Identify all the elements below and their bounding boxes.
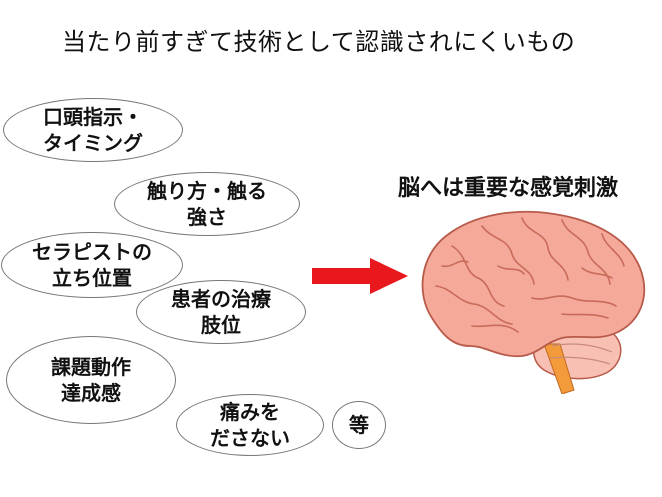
bubble-line: 触り方・触る (147, 179, 267, 203)
bubble-line: 達成感 (61, 381, 121, 405)
page-title: 当たり前すぎて技術として認識されにくいもの (62, 28, 576, 56)
brain-gyri (435, 217, 625, 333)
right-arrow-icon (312, 258, 408, 294)
bubble-line: 課題動作 (51, 355, 131, 379)
bubble-line: 痛みを (220, 400, 280, 424)
bubble-line: セラピストの (32, 240, 152, 264)
bubble-touch-strength: 触り方・触る 強さ (114, 172, 300, 236)
bubble-no-pain: 痛みを ださない (176, 394, 324, 456)
bubble-line: タイミング (43, 131, 143, 155)
bubble-line: ださない (210, 426, 290, 450)
arrow-shape (312, 258, 408, 294)
bubble-therapist-position: セラピストの 立ち位置 (1, 232, 183, 298)
result-label: 脳へは重要な感覚刺激 (398, 176, 619, 201)
cerebellum-folds (549, 343, 613, 365)
brain-icon (421, 210, 646, 394)
bubble-line: 口頭指示・ (43, 105, 143, 129)
bubble-patient-posture: 患者の治療 肢位 (136, 280, 306, 344)
bubble-task-achievement: 課題動作 達成感 (6, 336, 176, 424)
brain-stem (543, 343, 575, 394)
bubble-line: 強さ (187, 205, 227, 229)
bubble-verbal-instruction: 口頭指示・ タイミング (3, 98, 183, 162)
bubble-line: 等 (349, 413, 369, 437)
bubble-etc: 等 (332, 401, 386, 449)
bubble-line: 立ち位置 (52, 266, 132, 290)
bubble-line: 肢位 (201, 313, 241, 337)
bubble-line: 患者の治療 (171, 287, 271, 311)
